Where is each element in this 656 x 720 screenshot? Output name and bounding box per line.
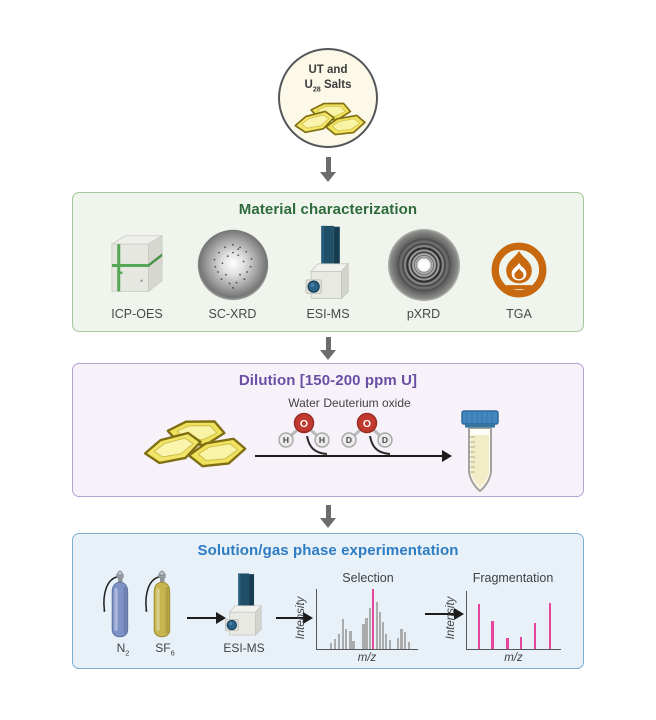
instrument-sc-xrd: SC-XRD [189,221,277,321]
start-line1: UT and [308,64,348,76]
tga-flame-icon [491,242,547,298]
start-line2-sub: 28 [312,85,321,94]
gas-sub: 6 [170,648,175,658]
sc-xrd-icon [197,229,268,301]
instrument-label: TGA [506,307,532,321]
section-experimentation: Solution/gas phase experimentation N2 SF… [72,533,584,669]
uranium-crystals-icon [294,98,366,143]
uranium-crystals-icon [143,414,247,478]
start-node: UT and U28 Salts [278,48,378,148]
section-dilution: Dilution [150-200 ppm U] Water O H H Deu… [72,363,584,497]
atom-d-left: D [346,435,352,445]
esi-ms-label: ESI-MS [223,641,265,655]
instrument-pxrd: pXRD [380,221,468,321]
sf6-cylinder-icon [143,570,177,640]
start-line2-main: U [304,78,313,91]
esi-ms-icon [301,224,355,302]
arrow-head [320,172,336,182]
instrument-tga: TGA [475,221,563,321]
arrow-head [320,350,336,360]
instrument-label: ESI-MS [306,307,350,321]
deuterium-connector-curve [369,436,391,455]
selection-spectrum [316,589,418,650]
atom-o: O [300,418,308,430]
pxrd-icon [387,228,460,302]
atom-o: O [363,418,371,430]
gas-symbol: N [116,641,126,655]
flow-arrow-down-3 [320,505,336,528]
dilution-arrow [255,450,452,462]
arrow-gases-to-esims [187,612,226,624]
selection-ylabel: Intensity [295,596,307,640]
flow-arrow-down-2 [320,337,336,360]
start-node-label: UT and U28 Salts [280,50,376,94]
arrow-stem [325,505,331,518]
instrument-icp-oes: ICP-OES [93,221,181,321]
deuterium-oxide-molecule-icon: O D D [341,412,393,448]
arrow-selection-to-fragmentation [425,608,464,620]
water-connector-curve [306,436,328,455]
arrow-stem [325,337,331,350]
water-molecule-icon: O H H [278,412,330,448]
fragmentation-xlabel: m/z [504,652,523,664]
section-title-characterization: Material characterization [238,201,418,218]
instrument-row: ICP-OES SC-XRD [93,221,563,321]
selection-title: Selection [342,571,394,585]
section-title-experimentation: Solution/gas phase experimentation [197,542,459,559]
falcon-tube-icon [459,410,501,496]
water-label: Water [288,396,320,410]
start-line2-tail: Salts [320,78,352,91]
atom-h-left: H [283,435,289,445]
arrow-esims-to-selection [276,612,313,624]
atom-d-right: D [382,435,388,445]
instrument-label: SC-XRD [208,307,257,321]
sf6-label: SF6 [147,641,183,657]
section-title-dilution: Dilution [150-200 ppm U] [238,372,418,389]
selection-xlabel: m/z [357,652,377,664]
fragmentation-title: Fragmentation [472,571,554,585]
instrument-label: ICP-OES [111,307,163,321]
section-material-characterization: Material characterization ICP-OES [72,192,584,332]
instrument-esi-ms: ESI-MS [284,221,372,321]
fragmentation-spectrum [466,591,561,650]
gas-symbol: SF [155,641,171,655]
flow-arrow-down-1 [320,157,336,182]
icp-oes-icon [110,235,164,293]
instrument-label: pXRD [406,307,441,321]
n2-cylinder-icon [101,570,135,640]
deuterium-oxide-label: Deuterium oxide [323,396,411,410]
n2-label: N2 [105,641,141,657]
arrow-head [320,518,336,528]
esi-ms-icon [221,572,267,638]
atom-h-right: H [319,435,325,445]
gas-sub: 2 [125,648,130,658]
fragmentation-ylabel: Intensity [445,596,457,640]
arrow-stem [325,157,331,172]
